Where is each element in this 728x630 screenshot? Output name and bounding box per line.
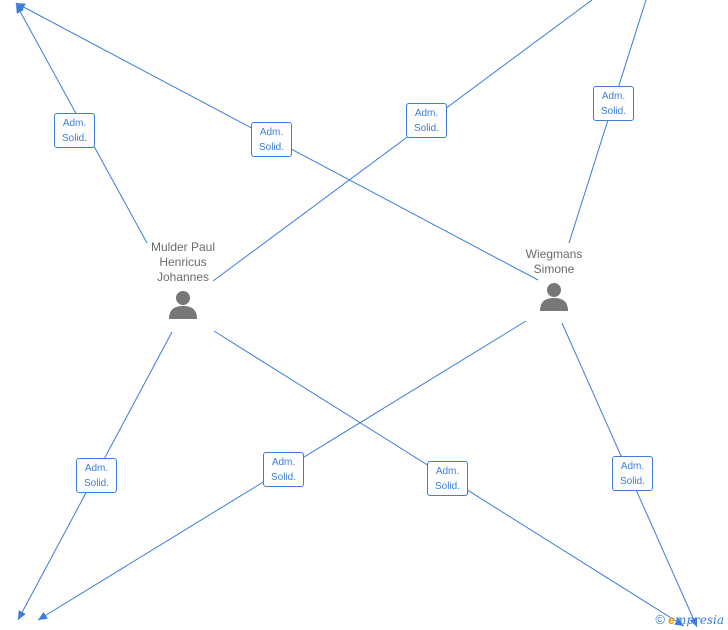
person-name-line: Simone: [533, 262, 575, 276]
role-line-1: Adm.: [271, 457, 296, 468]
role-line-2: Solid.: [619, 476, 645, 487]
role-line-1: Adm.: [84, 463, 109, 474]
brand-name: mpresia: [674, 613, 724, 627]
copyright-icon: ©: [655, 612, 665, 627]
person-name-line: Henricus: [159, 255, 207, 269]
role-line-2: Solid.: [61, 133, 87, 144]
role-box[interactable]: Adm. Solid.: [406, 103, 447, 138]
role-box[interactable]: Adm. Solid.: [612, 456, 653, 491]
brand-initial: e: [668, 613, 675, 627]
role-box[interactable]: Adm. Solid.: [263, 452, 304, 487]
role-box[interactable]: Adm. Solid.: [76, 458, 117, 493]
person-node-wiegmans[interactable]: Wiegmans Simone: [508, 247, 600, 311]
role-line-1: Adm.: [414, 108, 439, 119]
person-name-line: Mulder Paul: [150, 240, 216, 254]
person-silhouette-icon: [540, 283, 568, 311]
role-line-1: Adm.: [435, 466, 460, 477]
role-line-1: Adm.: [62, 118, 87, 129]
role-line-2: Solid.: [413, 123, 439, 134]
role-line-1: Adm.: [620, 461, 645, 472]
person-name-line: Johannes: [156, 270, 210, 284]
edge-mulder-topright: [212, 0, 593, 282]
edge-wiegmans-topright: [568, 0, 647, 244]
role-line-2: Solid.: [258, 142, 284, 153]
role-line-1: Adm.: [259, 127, 284, 138]
person-node-mulder[interactable]: Mulder Paul Henricus Johannes: [136, 240, 230, 319]
role-box[interactable]: Adm. Solid.: [54, 113, 95, 148]
role-line-2: Solid.: [270, 472, 296, 483]
person-name-line: Wiegmans: [525, 247, 583, 261]
brand-watermark: © empresia: [655, 612, 724, 627]
role-box[interactable]: Adm. Solid.: [427, 461, 468, 496]
role-box[interactable]: Adm. Solid.: [593, 86, 634, 121]
role-line-2: Solid.: [434, 481, 460, 492]
role-line-2: Solid.: [600, 106, 626, 117]
role-line-2: Solid.: [83, 478, 109, 489]
person-silhouette-icon: [169, 291, 197, 319]
role-line-1: Adm.: [601, 91, 626, 102]
role-box[interactable]: Adm. Solid.: [251, 122, 292, 157]
